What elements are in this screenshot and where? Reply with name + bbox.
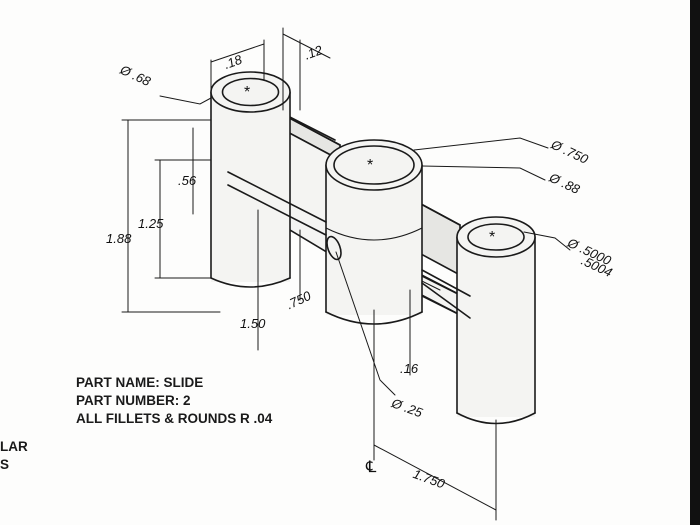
center-boss: * bbox=[325, 139, 423, 325]
dim-012-line bbox=[282, 33, 331, 59]
center-boss-center-mark: * bbox=[367, 157, 373, 174]
dim-018-line bbox=[210, 43, 265, 63]
part-notes: PART NAME: SLIDE PART NUMBER: 2 ALL FILL… bbox=[76, 374, 272, 428]
label-centerline: ℄ bbox=[365, 459, 377, 476]
clipped-line-1: LAR bbox=[0, 439, 28, 454]
left-boss: * bbox=[210, 71, 291, 288]
leader-phi025 bbox=[335, 251, 396, 396]
label-1750: 1.750 bbox=[411, 466, 447, 491]
leader-phi088 bbox=[421, 165, 546, 181]
label-016: .16 bbox=[400, 361, 419, 376]
left-boss-body bbox=[211, 92, 290, 282]
front-web-bot-left bbox=[227, 184, 327, 236]
label-phi088: Ø .88 bbox=[546, 169, 583, 197]
clipped-neighbor-text: LAR S bbox=[0, 438, 28, 474]
leader-phi0750 bbox=[413, 137, 549, 151]
left-boss-hole bbox=[221, 77, 280, 107]
label-phi0750: Ø .750 bbox=[548, 136, 591, 167]
center-boss-top bbox=[325, 139, 423, 191]
part-name: PART NAME: SLIDE bbox=[76, 375, 204, 390]
left-boss-center-mark: * bbox=[244, 84, 250, 101]
center-boss-hole bbox=[333, 145, 415, 185]
fillets-note: ALL FILLETS & ROUNDS R .04 bbox=[76, 411, 273, 426]
front-web bbox=[227, 171, 471, 319]
front-web-top-left bbox=[227, 171, 327, 223]
part-number: PART NUMBER: 2 bbox=[76, 393, 191, 408]
label-068: Ø .68 bbox=[117, 62, 154, 90]
leader-068 bbox=[159, 95, 212, 105]
clipped-line-2: S bbox=[0, 457, 10, 472]
leader-5000 bbox=[523, 231, 571, 251]
right-boss-body bbox=[457, 237, 535, 417]
label-125: 1.25 bbox=[138, 216, 164, 231]
dimension-lines bbox=[121, 27, 571, 521]
label-018: .18 bbox=[222, 51, 245, 72]
page-edge bbox=[690, 0, 700, 525]
label-056: .56 bbox=[178, 173, 197, 188]
label-150: 1.50 bbox=[240, 316, 266, 331]
label-012: .12 bbox=[302, 42, 325, 63]
right-boss: * bbox=[456, 216, 536, 425]
right-boss-hole bbox=[467, 223, 525, 251]
right-boss-center-mark: * bbox=[489, 229, 495, 246]
left-boss-bottom bbox=[210, 277, 291, 288]
label-0750: .750 bbox=[284, 288, 314, 313]
label-phi025: Ø .25 bbox=[389, 395, 426, 421]
center-boss-mid-line bbox=[325, 227, 423, 241]
front-web-bot-right bbox=[421, 282, 471, 319]
label-188: 1.88 bbox=[106, 231, 132, 246]
dim-1750-line bbox=[373, 444, 497, 511]
front-web-top-right bbox=[421, 269, 471, 297]
